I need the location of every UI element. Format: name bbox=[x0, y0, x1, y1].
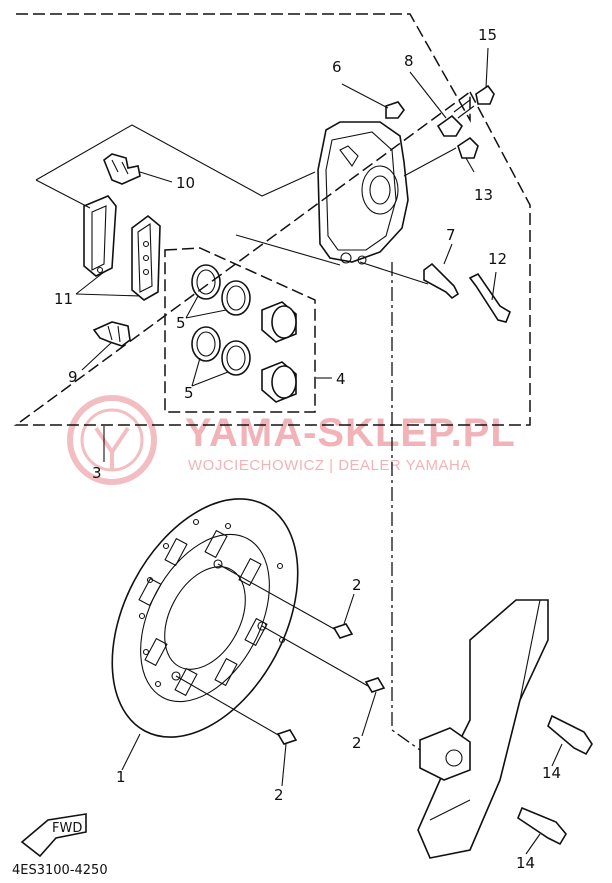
callout-13: 13 bbox=[474, 186, 493, 204]
callout-1: 1 bbox=[116, 768, 126, 786]
cap-15 bbox=[475, 84, 495, 105]
callout-3: 3 bbox=[92, 464, 102, 482]
callout-2: 2 bbox=[352, 734, 362, 752]
pad-bracket-outline bbox=[35, 124, 341, 266]
callout-10: 10 bbox=[176, 174, 195, 192]
fwd-arrow-icon: FWD bbox=[20, 813, 87, 858]
watermark-title: YAMA-SKLEP.PL bbox=[185, 411, 516, 455]
watermark-subtitle: WOJCIECHOWICZ | DEALER YAMAHA bbox=[188, 457, 471, 474]
leader-lines-caliper bbox=[341, 47, 497, 301]
bleed-screw-8 bbox=[436, 99, 475, 137]
leader-lines-assembly bbox=[103, 377, 332, 462]
disc-drill-holes bbox=[138, 518, 286, 688]
callout-5: 5 bbox=[184, 384, 194, 402]
piston-kit-boundary bbox=[164, 247, 316, 413]
pin-bolt-7 bbox=[423, 262, 460, 300]
caliper-body bbox=[317, 121, 409, 265]
callout-14: 14 bbox=[542, 764, 561, 782]
callout-labels: 1 2 2 2 3 4 5 5 6 7 8 9 10 11 12 13 14 1… bbox=[54, 26, 561, 872]
callout-14: 14 bbox=[516, 854, 535, 872]
disc-bolts-2 bbox=[121, 563, 386, 787]
pistons-4 bbox=[261, 301, 330, 403]
centre-line bbox=[391, 262, 421, 751]
callout-12: 12 bbox=[488, 250, 507, 268]
cap-13 bbox=[457, 136, 479, 159]
diagram-code: 4ES3100-4250 bbox=[12, 863, 108, 878]
plug-6 bbox=[385, 101, 405, 119]
brake-pad-11 bbox=[75, 195, 161, 301]
front-fork bbox=[417, 599, 549, 859]
caliper-assembly-boundary bbox=[13, 13, 531, 426]
callout-6: 6 bbox=[332, 58, 342, 76]
disc-vent-holes bbox=[138, 529, 268, 697]
piston-seals-5 bbox=[185, 264, 251, 387]
callout-15: 15 bbox=[478, 26, 497, 44]
pad-spring-10 bbox=[103, 153, 173, 185]
callout-7: 7 bbox=[446, 226, 456, 244]
fork-bolts-14 bbox=[517, 714, 593, 855]
callout-2: 2 bbox=[274, 786, 284, 804]
pad-clip-9 bbox=[81, 321, 131, 371]
watermark: YAMA-SKLEP.PL WOJCIECHOWICZ | DEALER YAM… bbox=[67, 395, 516, 485]
callout-4: 4 bbox=[336, 370, 346, 388]
bolt-12 bbox=[468, 272, 511, 323]
watermark-logo-icon bbox=[67, 395, 157, 485]
fwd-label: FWD bbox=[52, 821, 82, 836]
callout-5: 5 bbox=[176, 314, 186, 332]
callout-9: 9 bbox=[68, 368, 78, 386]
callout-2: 2 bbox=[352, 576, 362, 594]
callout-11: 11 bbox=[54, 290, 73, 308]
brake-disc-1 bbox=[111, 498, 299, 738]
callout-8: 8 bbox=[404, 52, 414, 70]
